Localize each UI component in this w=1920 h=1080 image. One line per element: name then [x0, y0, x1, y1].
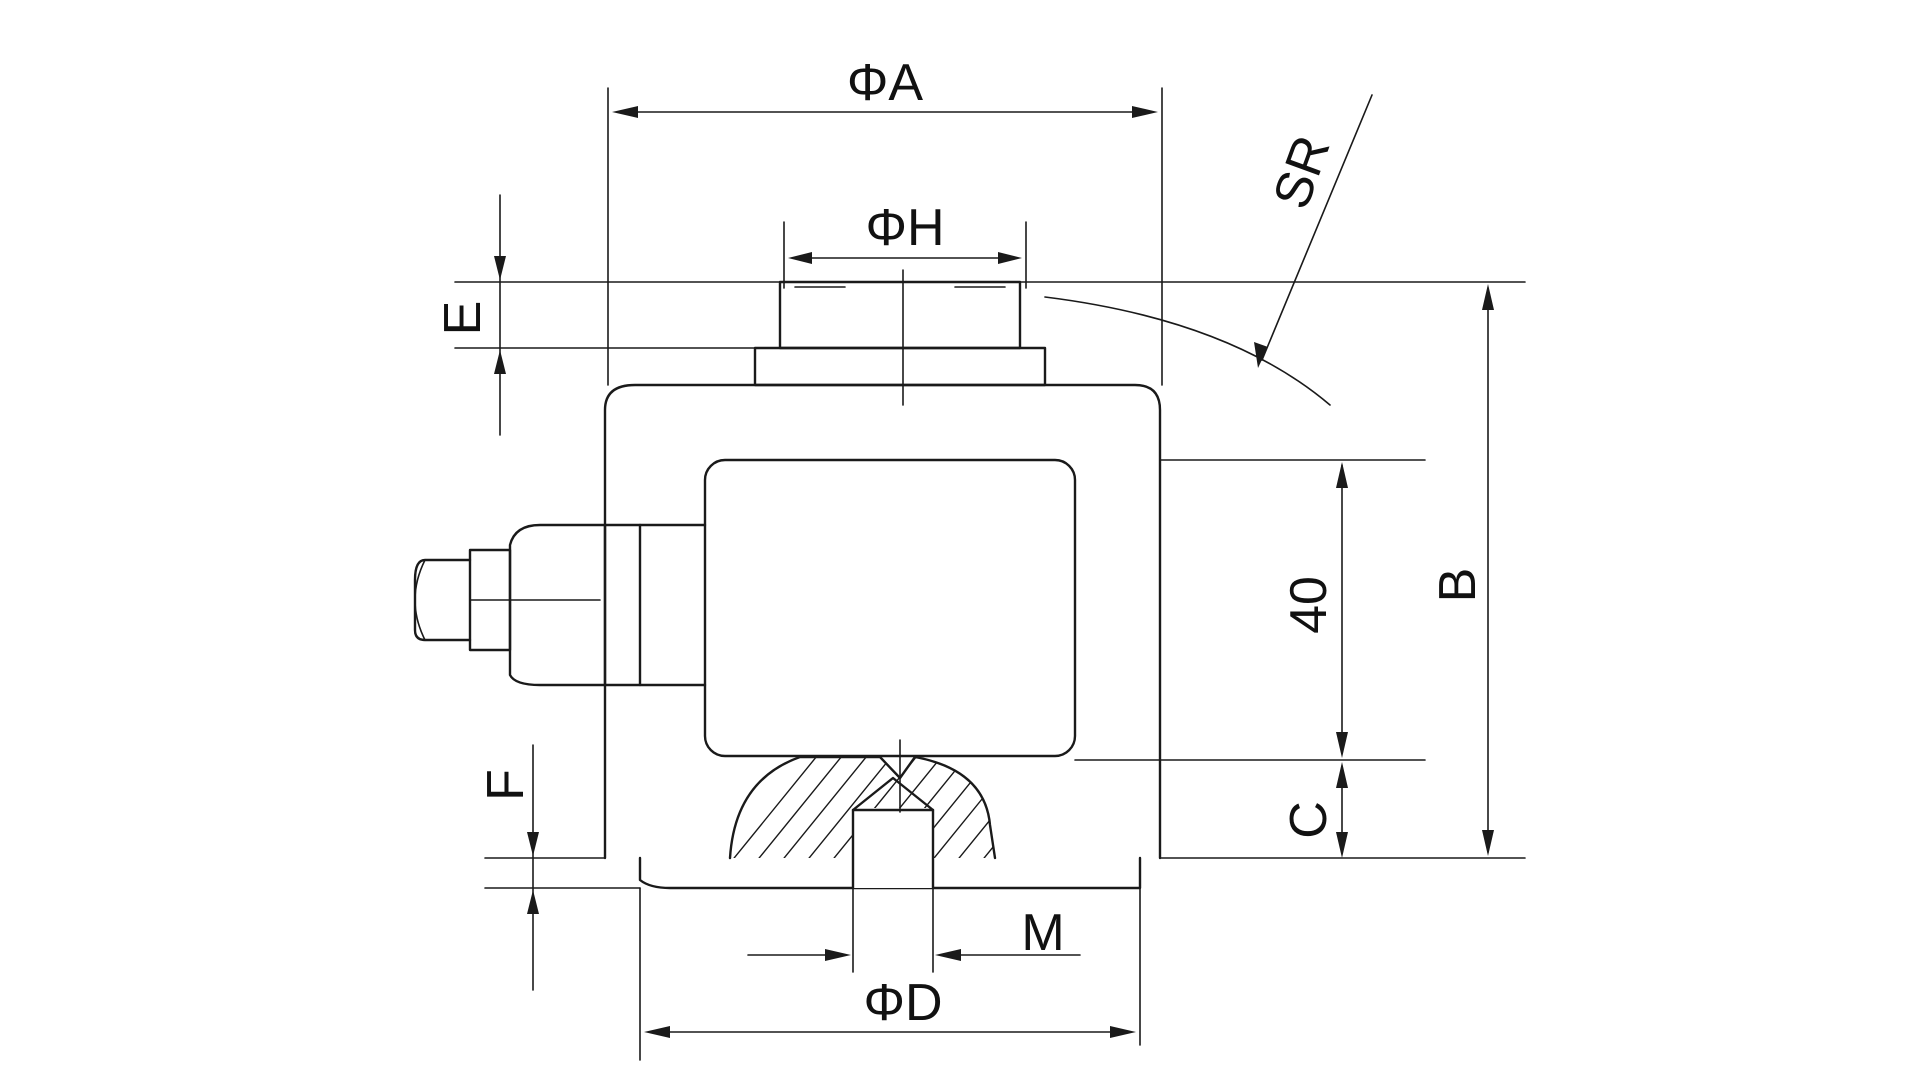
dimension-label-c: C — [1280, 801, 1338, 839]
spherical-radius-indicator — [1044, 94, 1373, 406]
dimension-label-b: B — [1429, 568, 1487, 603]
dimension-label-phi-d: ΦD — [863, 974, 942, 1032]
dimension-label-m: M — [1021, 904, 1064, 962]
dimension-label-sr: SR — [1262, 128, 1341, 216]
center-lines — [794, 269, 1006, 813]
dimension-lines — [454, 87, 1526, 1061]
dimension-label-e: E — [434, 301, 492, 336]
dimension-label-phi-h: ΦH — [865, 199, 944, 257]
load-cell-body — [413, 280, 1162, 890]
dimension-label-40: 40 — [1280, 576, 1338, 634]
dimension-label-f: F — [477, 769, 535, 801]
dimension-label-phi-a: ΦA — [847, 54, 923, 112]
